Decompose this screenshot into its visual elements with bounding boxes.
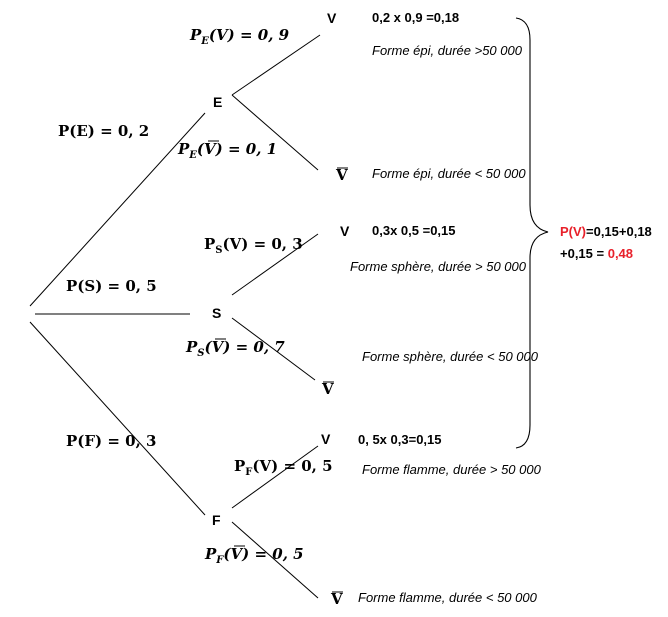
- summary-brace: [515, 17, 549, 449]
- desc-e-vbar: Forme épi, durée < 50 000: [372, 166, 526, 181]
- node-e: E: [213, 94, 222, 110]
- total-line-2: +0,15 = 0,48: [560, 246, 633, 261]
- prob-e-vbar: PE(V) = 0, 1: [177, 140, 277, 161]
- leaf-s-vbar: V: [321, 380, 334, 398]
- prob-s: P(S) = 0, 5: [66, 277, 157, 295]
- desc-s-vbar: Forme sphère, durée < 50 000: [362, 349, 539, 364]
- prob-f-v: PF(V) = 0, 5: [234, 457, 333, 478]
- calc-s-v: 0,3x 0,5 =0,15: [372, 223, 456, 238]
- node-f: F: [212, 512, 221, 528]
- calc-e-v: 0,2 x 0,9 =0,18: [372, 10, 459, 25]
- desc-f-v: Forme flamme, durée > 50 000: [362, 462, 542, 477]
- calc-f-v: 0, 5x 0,3=0,15: [358, 432, 442, 447]
- leaf-f-v: V: [321, 431, 331, 447]
- prob-f-vbar: PF(V) = 0, 5: [204, 545, 304, 566]
- branch-f-vbar: [231, 521, 319, 599]
- branch-s-v: [231, 233, 319, 296]
- desc-e-v: Forme épi, durée >50 000: [372, 43, 523, 58]
- prob-s-vbar: PS(V) = 0, 7: [185, 338, 285, 359]
- prob-e-v: PE(V) = 0, 9: [189, 26, 290, 47]
- leaf-e-v: V: [327, 10, 337, 26]
- prob-s-v: PS(V) = 0, 3: [204, 235, 303, 256]
- branch-s-vbar: [231, 317, 316, 381]
- total-line-1: P(V)=0,15+0,18: [560, 224, 652, 239]
- tree-lines: [29, 34, 321, 599]
- node-s: S: [212, 305, 221, 321]
- branch-e-vbar: [231, 94, 319, 171]
- branch-root-f: [29, 321, 206, 516]
- leaf-f-vbar: V: [330, 590, 343, 608]
- prob-e: P(E) = 0, 2: [58, 122, 149, 140]
- leaf-s-v: V: [340, 223, 350, 239]
- total-answer: 0,48: [608, 246, 633, 261]
- branch-root-e: [29, 112, 206, 307]
- prob-f: P(F) = 0, 3: [66, 432, 156, 450]
- branch-f-v: [231, 445, 319, 509]
- desc-f-vbar: Forme flamme, durée < 50 000: [358, 590, 538, 605]
- desc-s-v: Forme sphère, durée > 50 000: [350, 259, 527, 274]
- leaf-e-vbar: V: [335, 166, 348, 184]
- branch-e-v: [231, 34, 321, 96]
